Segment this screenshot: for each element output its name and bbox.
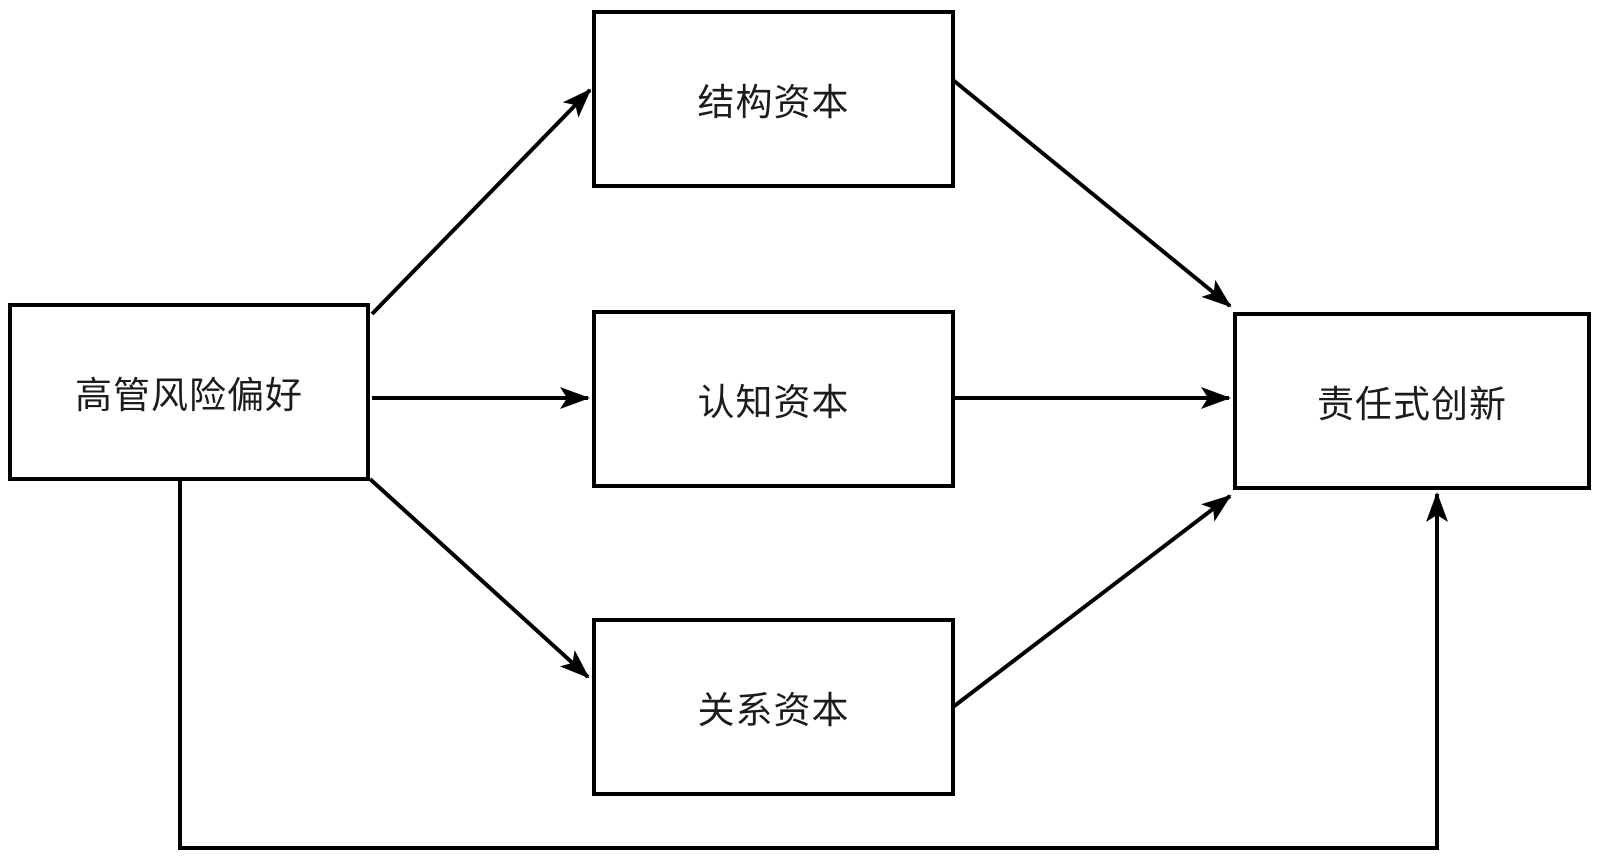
edge-relational-to-innovation-arrow — [951, 494, 1232, 709]
node-structural-capital: 结构资本 — [592, 10, 955, 188]
node-executive-risk-preference: 高管风险偏好 — [8, 303, 370, 481]
node-cognitive-capital-label: 认知资本 — [697, 382, 850, 423]
node-relational-capital-label: 关系资本 — [697, 690, 850, 731]
edge-risk-to-structural-arrow — [370, 88, 592, 316]
edge-structural-to-innovation-arrow — [951, 78, 1232, 308]
node-relational-capital: 关系资本 — [592, 618, 955, 796]
node-responsible-innovation-label: 责任式创新 — [1317, 384, 1507, 425]
node-cognitive-capital: 认知资本 — [592, 310, 955, 488]
edge-risk-direct-to-innovation-arrow — [178, 481, 1448, 850]
node-structural-capital-label: 结构资本 — [697, 82, 850, 123]
edge-risk-to-relational-arrow — [368, 477, 590, 679]
node-responsible-innovation: 责任式创新 — [1233, 312, 1591, 490]
node-executive-risk-preference-label: 高管风险偏好 — [75, 375, 303, 416]
